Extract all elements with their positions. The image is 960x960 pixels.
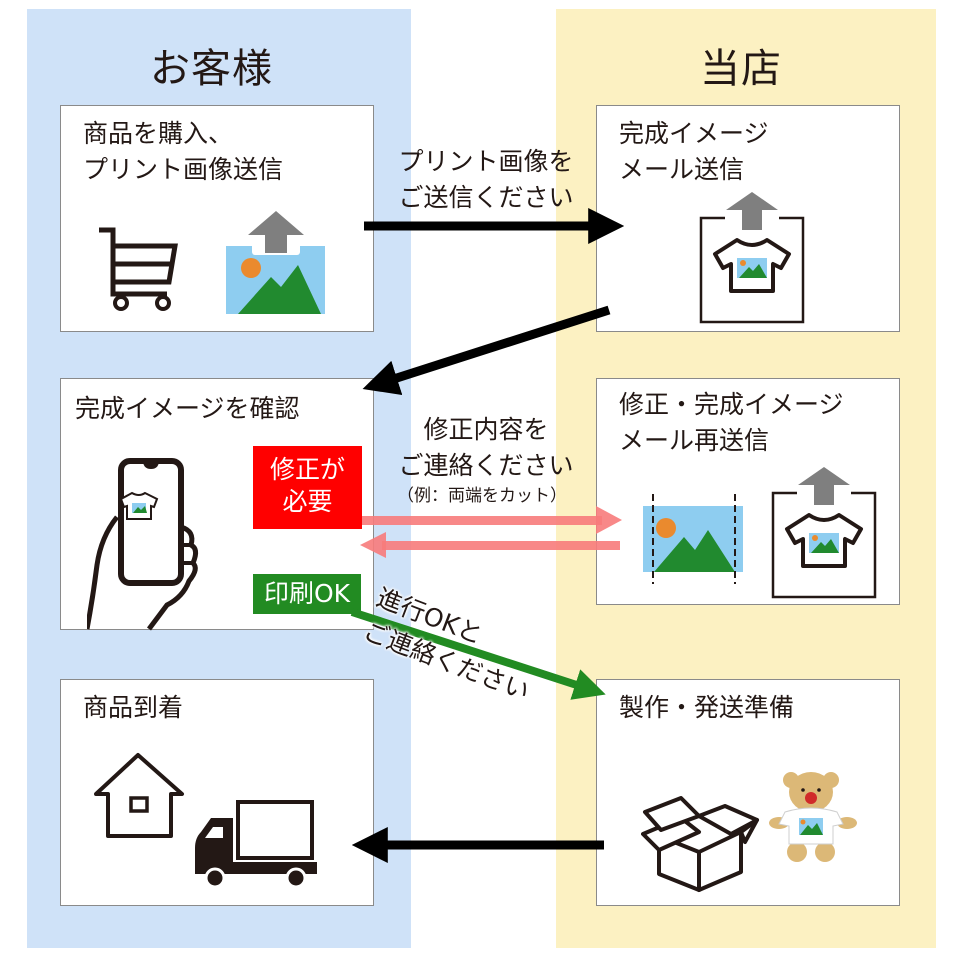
step-revise-resend: 修正・完成イメージ メール再送信 [596,378,900,605]
shopping-cart-icon [99,227,178,311]
step-confirm: 完成イメージを確認 修正が 必要 印刷OK [60,378,374,631]
flow-note-fix-example: （例：両端をカット） [397,486,567,506]
tshirt-upload-icon [771,467,877,599]
shop-column-title: 当店 [700,46,782,92]
step-purchase: 商品を購入、 プリント画像送信 [60,105,374,332]
image-upload-icon [226,211,325,314]
teddy-bear-tshirt-icon [769,772,857,862]
arrow-fix-request [362,506,622,534]
cropped-image-icon [643,494,743,584]
step-arrival: 商品到着 [60,679,374,906]
step-preview-send: 完成イメージ メール送信 [596,105,900,332]
customer-column-title: お客様 [150,46,273,92]
step-purchase-title: 商品を購入、 プリント画像送信 [83,119,284,184]
house-icon [94,753,184,838]
print-ok-badge[interactable]: 印刷OK [253,574,361,614]
arrow-approve [350,608,606,700]
smartphone-in-hand-icon [87,458,199,631]
tshirt-upload-icon [699,192,805,324]
needs-fix-badge[interactable]: 修正が 必要 [253,446,362,529]
flow-label-fix-request: 修正内容を ご連絡ください [398,415,574,480]
step-arrival-title: 商品到着 [83,693,184,722]
flow-label-send-image: プリント画像を ご送信ください [398,147,574,212]
arrow-preview-to-confirm [362,305,611,396]
step-revise-resend-title: 修正・完成イメージ メール再送信 [619,390,844,455]
open-box-icon [641,796,759,892]
step-production-title: 製作・発送準備 [619,693,795,722]
step-production: 製作・発送準備 [596,679,900,906]
arrow-fix-response [360,532,620,558]
step-preview-send-title: 完成イメージ メール送信 [619,119,769,184]
step-confirm-title: 完成イメージを確認 [75,394,300,423]
delivery-truck-icon [195,800,317,889]
